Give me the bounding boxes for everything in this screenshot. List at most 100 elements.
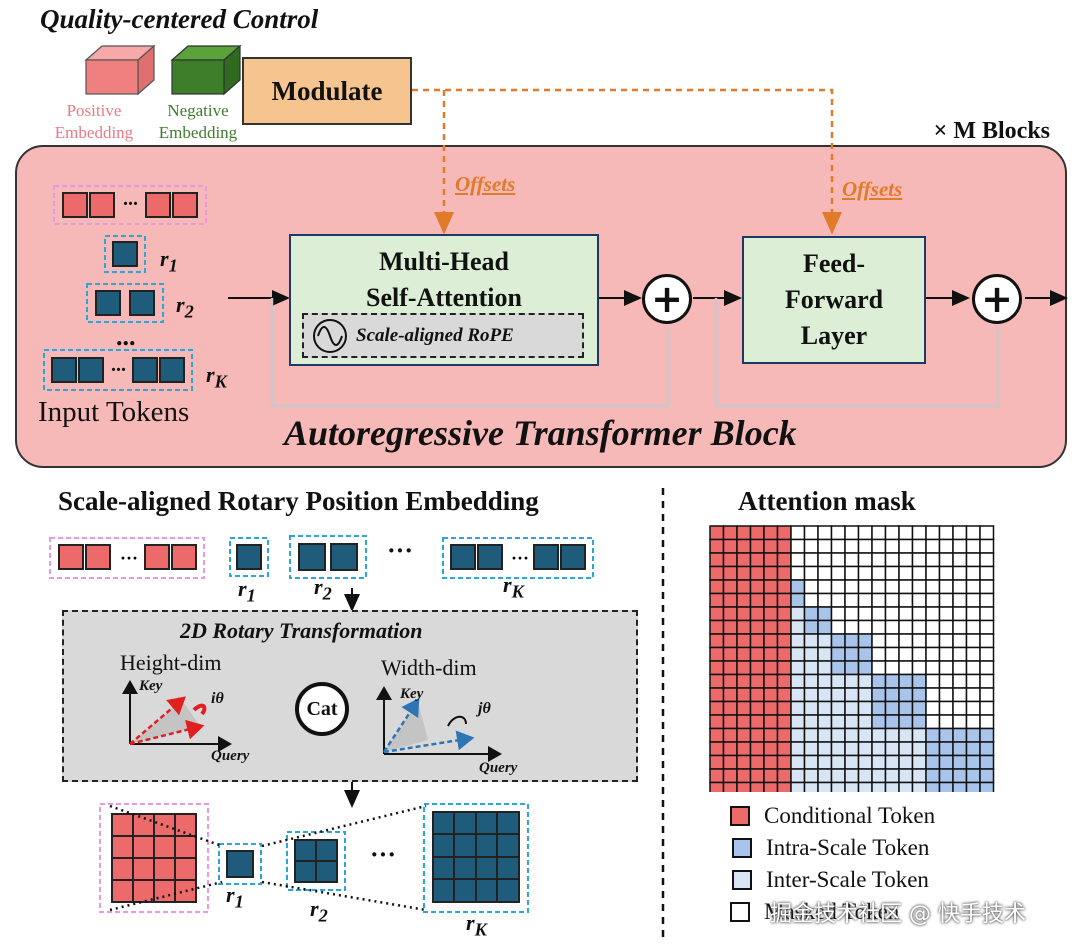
mask-cell: [898, 619, 914, 635]
mask-cell: [925, 714, 941, 730]
mask-cell: [722, 579, 738, 595]
mask-cell: [844, 660, 860, 676]
mask-cell: [749, 579, 765, 595]
mask-cell: [844, 606, 860, 622]
mask-cell: [898, 727, 914, 743]
mask-cell: [776, 592, 792, 608]
mask-cell: [722, 538, 738, 554]
mask-cell: [857, 714, 873, 730]
mask-cell: [857, 619, 873, 635]
mask-cell: [871, 687, 887, 703]
mask-cell: [709, 781, 725, 792]
mask-cell: [790, 660, 806, 676]
mask-cell: [803, 687, 819, 703]
mask-cell: [763, 565, 779, 581]
height-rotation-plot: [122, 680, 232, 752]
mask-cell: [925, 619, 941, 635]
mask-cell: [817, 741, 833, 757]
inter-swatch: [732, 870, 752, 890]
mask-cell: [776, 660, 792, 676]
mask-cell: [749, 727, 765, 743]
mask-cell: [979, 714, 995, 730]
mask-cell: [925, 552, 941, 568]
mask-cell: [911, 565, 927, 581]
mask-cell: [830, 565, 846, 581]
mask-cell: [925, 754, 941, 770]
mask-cell: [952, 592, 968, 608]
mask-cell: [790, 606, 806, 622]
mask-cell: [884, 768, 900, 784]
mask-cell: [965, 768, 981, 784]
mask-cell: [817, 606, 833, 622]
mask-cell: [709, 687, 725, 703]
mask-cell: [857, 700, 873, 716]
mask-cell: [749, 687, 765, 703]
mask-cell: [911, 741, 927, 757]
mask-cell: [776, 714, 792, 730]
feed-forward-layer-box: Feed- Forward Layer: [742, 236, 926, 364]
mask-cell: [722, 741, 738, 757]
mask-cell: [776, 525, 792, 541]
mask-cell: [898, 687, 914, 703]
rope-grid-dots: ···: [370, 840, 397, 869]
mask-cell: [979, 754, 995, 770]
mask-cell: [844, 741, 860, 757]
mask-cell: [952, 741, 968, 757]
mask-cell: [830, 687, 846, 703]
mask-cell: [830, 660, 846, 676]
mask-cell: [884, 687, 900, 703]
mask-cell: [925, 781, 941, 792]
mask-cell: [817, 633, 833, 649]
mask-cell: [844, 633, 860, 649]
mask-cell: [857, 754, 873, 770]
mask-cell: [938, 687, 954, 703]
attention-mask-grid: [709, 525, 995, 792]
mask-cell: [803, 673, 819, 689]
legend-inter-scale: Inter-Scale Token: [730, 864, 1050, 896]
mask-cell: [736, 754, 752, 770]
j-theta-label: jθ: [478, 700, 491, 717]
mask-cell: [709, 714, 725, 730]
mask-cell: [830, 579, 846, 595]
mask-cell: [898, 552, 914, 568]
mask-cell: [722, 768, 738, 784]
mask-cell: [844, 552, 860, 568]
rope-label: Scale-aligned RoPE: [356, 324, 514, 346]
mask-cell: [722, 552, 738, 568]
mask-cell: [898, 660, 914, 676]
mask-cell: [722, 687, 738, 703]
mask-cell: [722, 633, 738, 649]
mask-cell: [952, 606, 968, 622]
token-dots-rk: ...: [111, 354, 126, 376]
mask-cell: [830, 538, 846, 554]
mask-cell: [965, 633, 981, 649]
mask-cell: [830, 781, 846, 792]
mask-cell: [736, 565, 752, 581]
mask-cell: [709, 619, 725, 635]
mask-cell: [709, 592, 725, 608]
mask-cells: [709, 525, 995, 792]
mask-cell: [965, 538, 981, 554]
mask-cell: [911, 673, 927, 689]
mask-cell: [709, 633, 725, 649]
mask-cell: [884, 538, 900, 554]
attention-mask-legend: Conditional Token Intra-Scale Token Inte…: [730, 800, 1050, 928]
mask-cell: [911, 538, 927, 554]
mask-cell: [790, 592, 806, 608]
mask-cell: [817, 579, 833, 595]
mask-cell: [965, 606, 981, 622]
mask-cell: [776, 606, 792, 622]
mask-cell: [911, 592, 927, 608]
mask-cell: [790, 646, 806, 662]
m-blocks-label: × M Blocks: [933, 118, 1050, 144]
mask-cell: [749, 781, 765, 792]
mask-cell: [830, 727, 846, 743]
height-dim-label: Height-dim: [120, 650, 222, 675]
mask-cell: [938, 714, 954, 730]
rope-strip-dots: ···: [387, 536, 414, 565]
mask-cell: [736, 727, 752, 743]
input-token-groups: [43, 185, 207, 391]
mask-cell: [776, 646, 792, 662]
mask-cell: [965, 565, 981, 581]
mask-cell: [884, 606, 900, 622]
